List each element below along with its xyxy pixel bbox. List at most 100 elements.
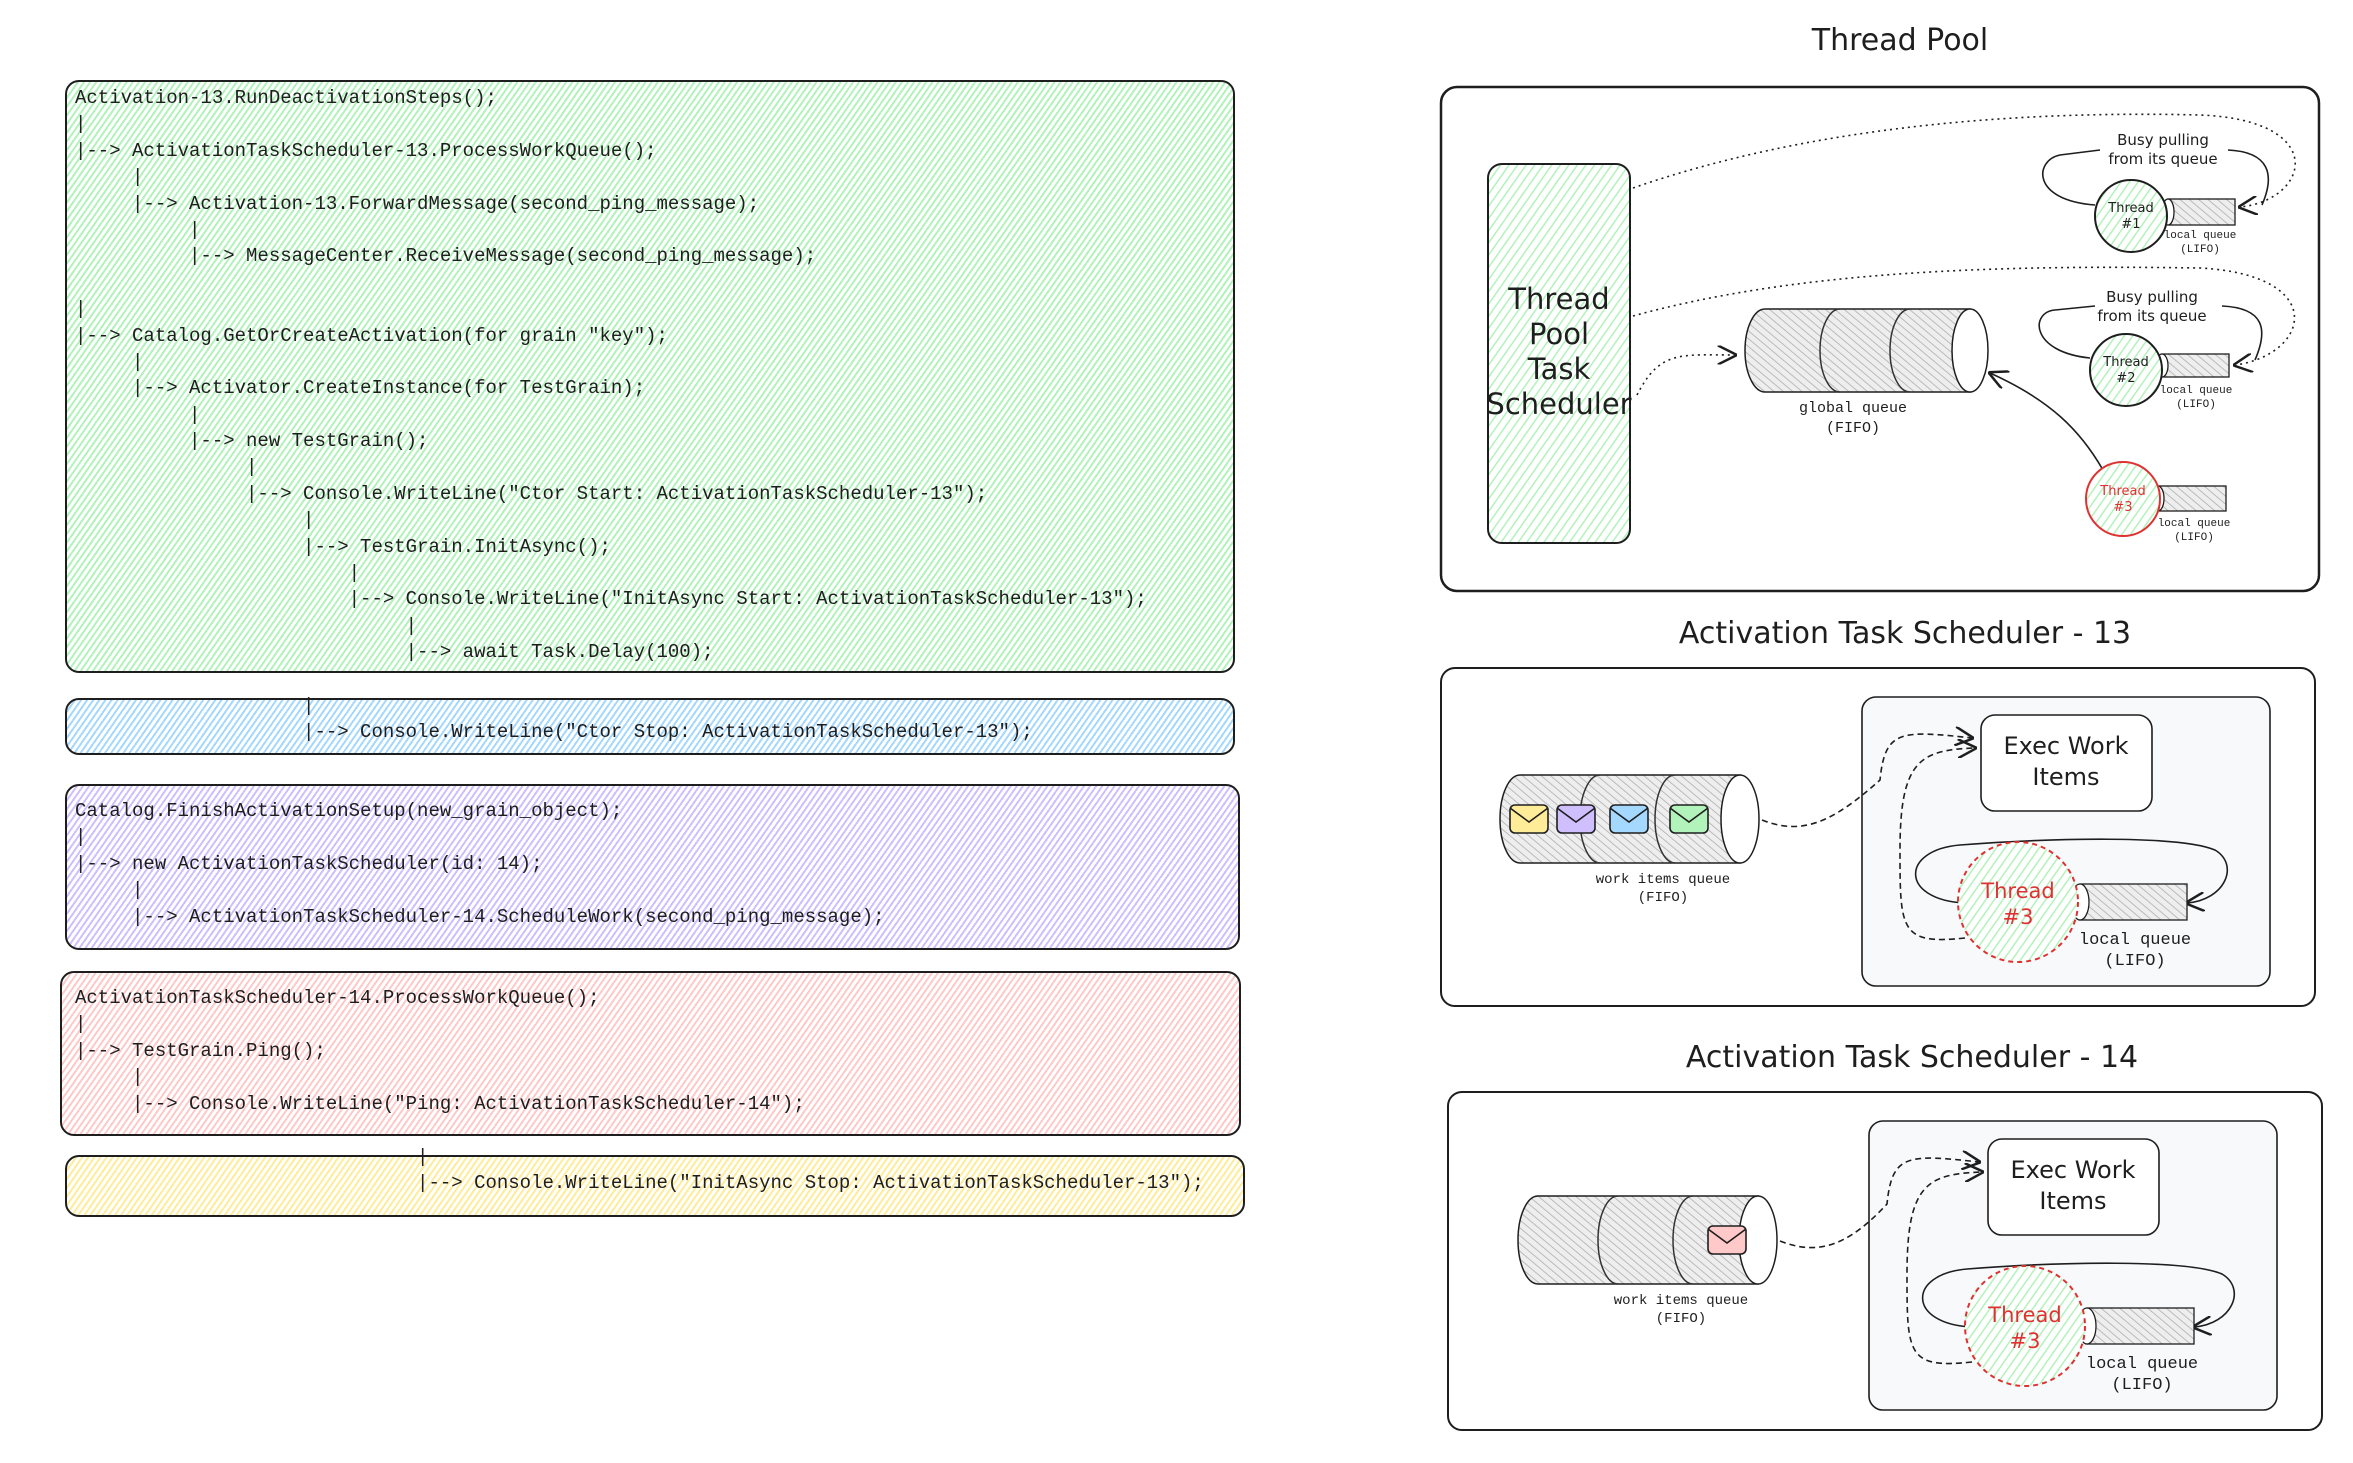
code-line: |--> Catalog.GetOrCreateActivation(for g… [75, 324, 668, 347]
local-queue-label: local queue [2158, 518, 2231, 530]
code-text: ActivationTaskScheduler-14.ProcessWorkQu… [75, 985, 805, 1117]
code-line: |--> Console.WriteLine("Ping: Activation… [75, 1092, 805, 1115]
envelope-flap [1669, 807, 1709, 823]
busy-loop-arrow [2041, 149, 2270, 206]
local-queue-cylinder [2086, 1307, 2195, 1345]
thread-label: #1 [2121, 217, 2140, 232]
global-queue-label: global queue [1799, 400, 1907, 417]
exec-work-items-label: Exec Work [2004, 732, 2129, 760]
code-line: |--> new ActivationTaskScheduler(id: 14)… [75, 852, 543, 875]
code-text: Catalog.FinishActivationSetup(new_grain_… [75, 798, 885, 930]
thread-label: Thread [2099, 484, 2145, 499]
code-line: | [75, 403, 201, 426]
thread-pool-task-scheduler [1487, 163, 1631, 544]
scheduler-label: Thread [1507, 282, 1609, 316]
code-line: |--> Activator.CreateInstance(for TestGr… [75, 377, 646, 400]
thread-label: #3 [2003, 905, 2034, 929]
code-line: | [75, 879, 144, 902]
work-items-queue-label: (FIFO) [1656, 1311, 1706, 1327]
thread-loop-arrow [1921, 1262, 2236, 1327]
thread-label: #3 [2113, 500, 2132, 515]
envelope-flap [1509, 807, 1549, 823]
code-line: |--> Console.WriteLine("Ctor Stop: Activ… [75, 721, 1033, 744]
message-envelope-icon [1669, 804, 1709, 834]
dotted-arrow-to-thread-1 [1632, 113, 2296, 207]
code-line: | [75, 456, 258, 479]
dashed-arrow-to-exec [1779, 1158, 1979, 1249]
local-queue-cylinder [2155, 353, 2230, 378]
scheduler-label: Task [1527, 352, 1591, 386]
envelope-flap [1556, 807, 1596, 823]
work-items-queue-cylinder [1517, 1195, 1759, 1285]
busy-label: from its queue [2108, 150, 2217, 168]
code-line: | [75, 826, 87, 849]
local-queue-label: local queue [2079, 931, 2191, 950]
message-envelope-icon [1556, 804, 1596, 834]
code-line: | [75, 1066, 144, 1089]
dashed-arrow-to-exec [1761, 734, 1972, 828]
local-queue-label: local queue [2086, 1355, 2198, 1374]
code-line: |--> TestGrain.Ping(); [75, 1039, 326, 1062]
code-line: | [75, 218, 201, 241]
scheduler-label: Scheduler [1486, 387, 1631, 421]
thread-label: Thread [2102, 355, 2148, 370]
code-text: | |--> Console.WriteLine("InitAsync Stop… [75, 1144, 1204, 1197]
code-line: |--> TestGrain.InitAsync(); [75, 535, 611, 558]
local-queue-label: local queue [2160, 385, 2233, 397]
envelope-flap [1609, 807, 1649, 823]
exec-work-items-label: Items [2032, 763, 2099, 791]
code-line: | [75, 1013, 87, 1036]
exec-work-items-box [1980, 714, 2153, 812]
code-block-ctor-stop [65, 698, 1235, 755]
code-line: | [75, 166, 144, 189]
code-line: |--> Activation-13.ForwardMessage(second… [75, 192, 760, 215]
exec-work-items-label: Exec Work [2011, 1156, 2136, 1184]
thread-3-circle [1964, 1265, 2086, 1387]
scheduler-title: Activation Task Scheduler - 13 [1679, 616, 2131, 651]
code-line: | [75, 562, 361, 585]
local-queue-cylinder [2161, 198, 2236, 226]
code-line: |--> new TestGrain(); [75, 430, 429, 453]
scheduler-label: Pool [1529, 317, 1589, 351]
code-line: |--> await Task.Delay(100); [75, 641, 714, 664]
code-line: ActivationTaskScheduler-14.ProcessWorkQu… [75, 987, 600, 1009]
local-queue-order: (LIFO) [2174, 532, 2214, 544]
arrow-thread-3-to-global-queue [1990, 373, 2104, 471]
thread-pool-title: Thread Pool [1811, 23, 1989, 58]
code-line: | [75, 1146, 429, 1168]
activation-task-scheduler-13: Activation Task Scheduler - 13 Exec WorkI… [1440, 616, 2316, 1007]
thread-1-circle [2094, 179, 2168, 253]
thread-3-circle [2085, 461, 2161, 537]
local-queue-label: (LIFO) [2111, 1376, 2172, 1395]
busy-loop-arrow [2038, 305, 2263, 361]
code-line: |--> ActivationTaskScheduler-14.Schedule… [75, 905, 885, 928]
thread-2-circle [2089, 333, 2163, 407]
envelope-flap [1707, 1228, 1747, 1244]
code-block-activation-13 [65, 80, 1235, 673]
code-line: | [75, 113, 87, 136]
busy-label: Busy pulling [2106, 288, 2198, 306]
thread-label: #2 [2116, 371, 2135, 386]
local-queue-label: local queue [2164, 230, 2237, 242]
cylinder-segment [1597, 1195, 1694, 1285]
busy-label: Busy pulling [2117, 131, 2209, 149]
code-line: | [75, 695, 315, 717]
thread-label: #3 [2010, 1329, 2041, 1353]
work-items-queue-label: work items queue [1614, 1293, 1748, 1309]
busy-label: from its queue [2097, 307, 2206, 325]
work-items-queue-label: (FIFO) [1638, 890, 1688, 906]
local-queue-cylinder [2151, 485, 2227, 512]
code-line: | [75, 298, 87, 321]
thread-label: Thread [1980, 879, 2054, 903]
code-block-initasync-stop [65, 1155, 1245, 1217]
exec-work-items-label: Items [2039, 1187, 2106, 1215]
thread-label: Thread [2107, 201, 2153, 216]
work-items-queue-label: work items queue [1596, 872, 1730, 888]
message-envelope-icon [1707, 1225, 1747, 1255]
code-block-ping [60, 971, 1241, 1136]
code-line: | [75, 350, 144, 373]
local-queue-order: (LIFO) [2176, 399, 2216, 411]
code-line: |--> ActivationTaskScheduler-13.ProcessW… [75, 139, 657, 162]
